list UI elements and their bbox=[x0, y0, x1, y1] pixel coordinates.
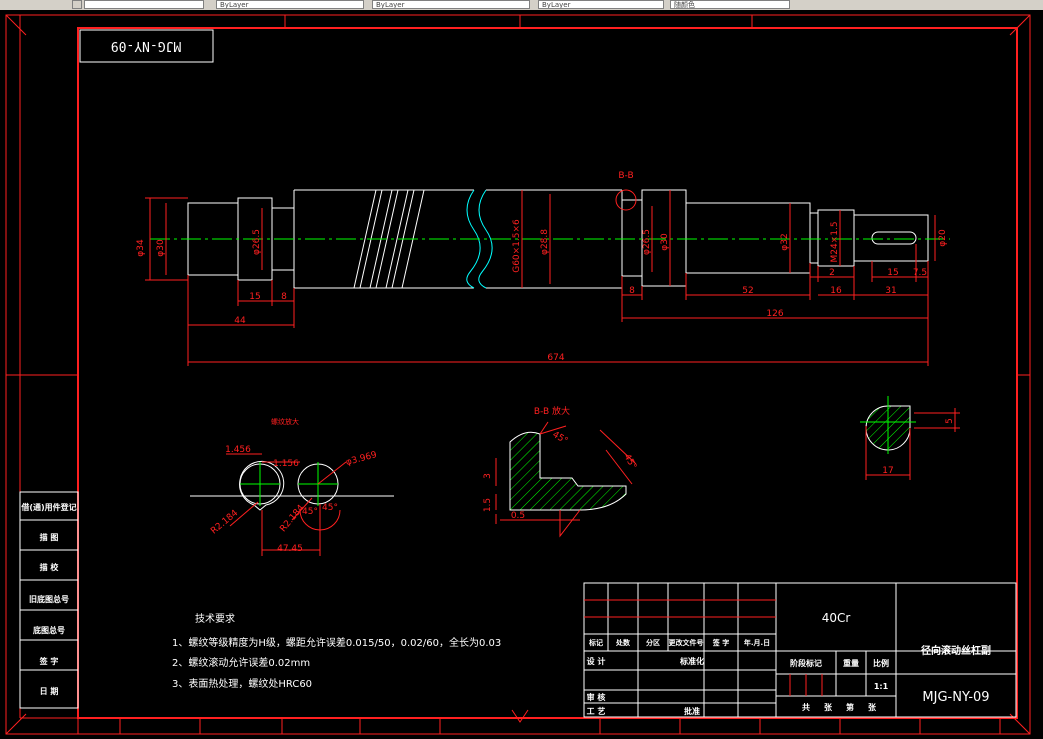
tech-line-1: 1、螺纹等级精度为H级，螺距允许误差0.015/50，0.02/60，全长为0.… bbox=[172, 636, 501, 649]
dim-m24: M24×1.5 bbox=[830, 221, 840, 262]
side-label-4: 旧底图总号 bbox=[29, 594, 69, 604]
dim-thread-spec: G60×1.5×6 bbox=[512, 219, 522, 273]
thread-dim-47-45: 47.45 bbox=[277, 544, 303, 554]
row-label-date: 年.月.日 bbox=[744, 638, 770, 647]
sign-standardize: 标准化 bbox=[679, 656, 704, 666]
thread-detail-title: 螺纹放大 bbox=[271, 417, 299, 426]
sign-design: 设 计 bbox=[587, 656, 606, 666]
bottom-ruler bbox=[77, 709, 1001, 734]
dim-d32: φ32 bbox=[780, 233, 790, 250]
color-select[interactable] bbox=[84, 0, 204, 9]
side-label-7: 日 期 bbox=[40, 686, 59, 696]
row-label-sign: 签 字 bbox=[712, 638, 729, 647]
corner-code-box bbox=[79, 29, 214, 63]
side-label-1: 借(通)用件登记 bbox=[20, 502, 76, 512]
plotstyle-select[interactable]: 随颜色 bbox=[670, 0, 790, 9]
outer-border bbox=[5, 14, 1031, 735]
tech-title: 技术要求 bbox=[195, 612, 235, 625]
dim-len-15-right: 15 bbox=[887, 268, 898, 278]
thread-dim-d3-969: φ3.969 bbox=[345, 450, 378, 468]
dim-len-8-left: 8 bbox=[281, 292, 287, 302]
scale: 1:1 bbox=[874, 682, 889, 691]
drawing-canvas[interactable]: MJG-NY-09 B-B bbox=[0, 10, 1043, 739]
row-label-change-doc: 更改文件号 bbox=[669, 638, 704, 647]
bb-dim-1-5: 1.5 bbox=[483, 498, 493, 512]
sheet-total: 共 bbox=[802, 702, 810, 712]
layer-select[interactable]: ByLayer bbox=[216, 0, 364, 9]
sign-approve: 批准 bbox=[684, 706, 700, 716]
break-line-right bbox=[478, 189, 493, 289]
stage-mark: 阶段标记 bbox=[790, 658, 822, 668]
drawing-number: MJG-NY-09 bbox=[922, 690, 989, 705]
dim-d26-5-left: φ26.5 bbox=[252, 229, 262, 255]
side-label-5: 底图总号 bbox=[32, 625, 65, 635]
thread-dim-1-156: 1.156 bbox=[273, 459, 299, 469]
dim-len-16: 16 bbox=[830, 286, 842, 296]
side-register-table bbox=[19, 491, 79, 709]
side-label-6: 签 字 bbox=[39, 656, 59, 666]
dim-len-8-right: 8 bbox=[629, 286, 635, 296]
thread-dim-r2-184-a: R2.184 bbox=[209, 508, 240, 536]
dim-len-44: 44 bbox=[234, 316, 246, 326]
row-label-zone: 分区 bbox=[646, 638, 660, 647]
bb-dim-0-5: 0.5 bbox=[511, 511, 525, 521]
keyway-section-view bbox=[860, 396, 960, 480]
dim-d26-5-right: φ26.5 bbox=[642, 229, 652, 255]
linetype-select[interactable]: ByLayer bbox=[372, 0, 530, 9]
dim-d30-right: φ30 bbox=[660, 233, 670, 251]
dim-d34: φ34 bbox=[136, 239, 146, 257]
row-label-count: 处数 bbox=[615, 638, 631, 647]
corner-code: MJG-NY-09 bbox=[111, 38, 181, 53]
stage-scale: 比例 bbox=[873, 658, 889, 668]
section-mark-circle bbox=[615, 189, 637, 211]
dim-len-126: 126 bbox=[766, 309, 783, 319]
row-label-mark: 标记 bbox=[588, 638, 603, 647]
thread-dim-45-b: 45° bbox=[322, 503, 338, 513]
tech-line-3: 3、表面热处理，螺纹处HRC60 bbox=[172, 677, 312, 690]
dim-len-31: 31 bbox=[885, 286, 896, 296]
section-mark-label: B-B bbox=[618, 171, 633, 181]
thread-detail-view bbox=[190, 453, 394, 556]
sheet-index: 第 bbox=[846, 702, 854, 712]
sign-review: 审 核 bbox=[587, 692, 606, 702]
bb-dim-3: 3 bbox=[483, 473, 493, 479]
dim-len-52: 52 bbox=[742, 286, 753, 296]
sign-process: 工 艺 bbox=[587, 706, 606, 716]
length-dim-lines bbox=[187, 244, 929, 366]
part-name: 径向滚动丝杠副 bbox=[921, 644, 991, 657]
zone-ticks bbox=[5, 14, 1031, 735]
dim-d30-left: φ30 bbox=[156, 239, 166, 257]
bb-detail-title: B-B 放大 bbox=[534, 405, 570, 417]
dim-len-2: 2 bbox=[829, 268, 835, 278]
break-line-left bbox=[466, 189, 481, 289]
thread-dim-45-a: 45° bbox=[302, 507, 318, 517]
keyway-dim-17: 17 bbox=[882, 466, 893, 476]
side-label-2: 描 图 bbox=[40, 532, 59, 542]
dim-len-7-5: 7.5 bbox=[913, 268, 927, 278]
tech-line-2: 2、螺纹滚动允许误差0.02mm bbox=[172, 656, 310, 669]
title-block bbox=[583, 582, 1017, 718]
dim-len-674: 674 bbox=[547, 353, 564, 363]
thread-dim-1-456: 1.456 bbox=[225, 445, 251, 455]
lineweight-select[interactable]: ByLayer bbox=[538, 0, 664, 9]
sheet-unit-a: 张 bbox=[824, 703, 833, 712]
dim-d28-8: φ28.8 bbox=[540, 229, 550, 255]
stage-weight: 重量 bbox=[843, 658, 859, 668]
side-label-3: 描 校 bbox=[40, 562, 60, 572]
properties-toolbar: ByLayer ByLayer ByLayer 随颜色 bbox=[0, 0, 1043, 10]
bb-detail-view bbox=[495, 421, 637, 538]
diameter-dim-lines bbox=[145, 190, 936, 288]
bb-dim-45-b: 45° bbox=[621, 453, 638, 472]
title-block-inner-red bbox=[584, 599, 823, 696]
sheet-unit-b: 张 bbox=[868, 703, 877, 712]
keyway-dim-5: 5 bbox=[945, 418, 955, 424]
dim-d20: φ20 bbox=[938, 229, 948, 247]
layer-state-icon[interactable] bbox=[72, 0, 82, 9]
material: 40Cr bbox=[822, 611, 851, 625]
bb-dim-45-a: 45° bbox=[551, 430, 570, 447]
dim-len-15-left: 15 bbox=[249, 292, 260, 302]
